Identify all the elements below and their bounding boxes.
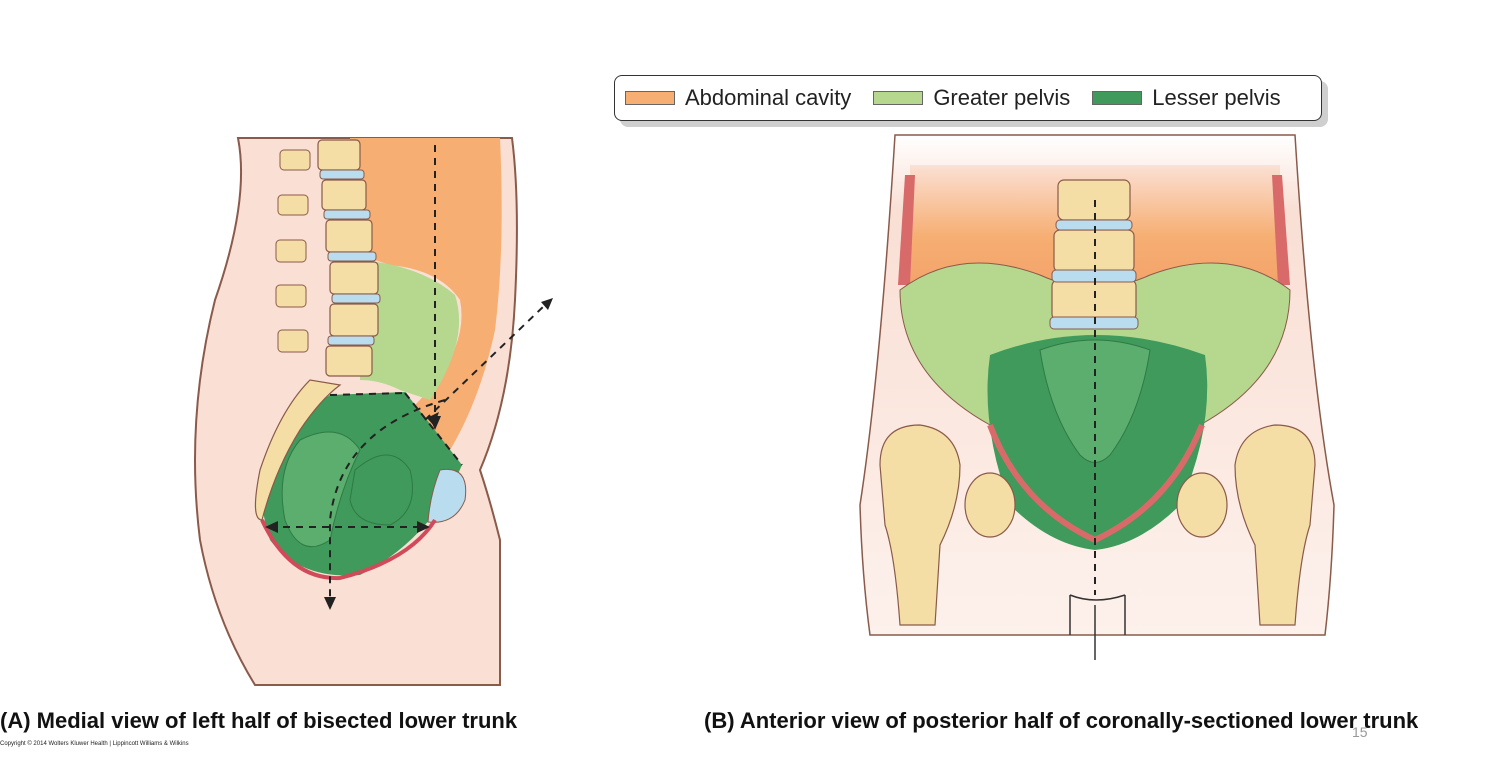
legend-item-lesser-pelvis: Lesser pelvis (1092, 85, 1281, 111)
caption-b: (B) Anterior view of posterior half of c… (704, 708, 1419, 733)
legend: Abdominal cavity Greater pelvis Lesser p… (614, 75, 1322, 121)
copyright: Copyright © 2014 Wolters Kluwer Health |… (0, 741, 189, 747)
dashed-arrows (270, 145, 546, 600)
bladder-outline (349, 454, 413, 526)
lumbar-spine (254, 139, 379, 521)
femur-heads (879, 424, 1316, 626)
legend-swatch (625, 91, 675, 105)
spinous-processes (275, 149, 311, 353)
pubic-symphysis (427, 468, 467, 523)
caption-a: (A) Medial view of left half of bisected… (0, 708, 518, 733)
intervertebral-discs (319, 169, 381, 346)
legend-label: Greater pelvis (933, 85, 1071, 110)
legend-label: Abdominal cavity (685, 85, 852, 110)
anterior-view-diagram (859, 134, 1335, 660)
pelvic-floor (260, 518, 437, 581)
legend-item-greater-pelvis: Greater pelvis (873, 85, 1070, 111)
intervertebral-discs-b (1049, 219, 1139, 330)
arrowheads (265, 298, 553, 610)
abdominal-wall-muscle-right (1272, 175, 1290, 285)
page-number: 15 (1352, 724, 1368, 740)
legend-label: Lesser pelvis (1152, 85, 1281, 110)
legend-swatch (873, 91, 924, 105)
legend-swatch (1092, 91, 1143, 105)
urethra (1069, 594, 1126, 660)
abdominal-cavity-region (350, 138, 502, 450)
medial-view-diagram (194, 137, 553, 686)
abdominal-wall-muscle-left (898, 175, 915, 285)
legend-item-abdominal: Abdominal cavity (625, 85, 851, 111)
